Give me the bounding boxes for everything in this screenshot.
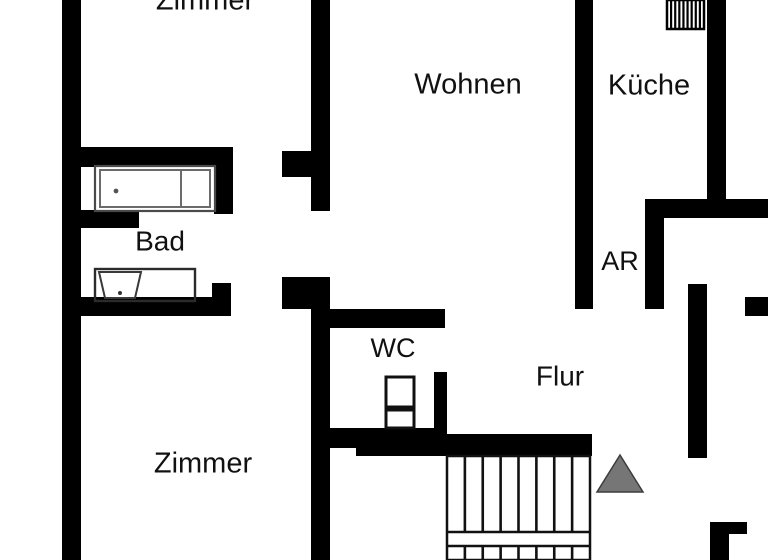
bad-right-lower-wall [212, 283, 231, 316]
stair-direction-marker-icon [595, 453, 645, 493]
wc-top-wall [330, 309, 445, 328]
washbasin-fixture [93, 267, 197, 303]
room-label-bad: Bad [135, 225, 185, 256]
washbasin-outline [93, 267, 197, 303]
washbasin-drain-icon [118, 291, 122, 295]
wohnen-kueche-divider [575, 0, 593, 213]
room-label-wohnen: Wohnen [414, 69, 522, 101]
room-label-ar: AR [601, 246, 639, 276]
bad-right-upper-wall [214, 152, 233, 214]
toilet-bowl [384, 408, 416, 430]
kitchen-unit-icon [665, 0, 706, 31]
room-label-kueche: Küche [608, 70, 690, 102]
zimmer-top-right-wall [311, 0, 330, 211]
bad-mid-wall [81, 210, 139, 228]
bathtub-drain-icon [113, 188, 119, 194]
room-label-zimmer_top: Zimmer [156, 0, 255, 17]
room-label-zimmer_bottom: Zimmer [154, 448, 253, 480]
bathtub-fixture [93, 164, 217, 213]
kueche-right-wall [707, 0, 726, 200]
wc-right-wall [434, 372, 447, 440]
bad-upper-wall [81, 147, 233, 167]
right-edge-stub [745, 297, 768, 316]
left-outer-wall [62, 0, 81, 560]
stair-top-wall [356, 434, 592, 456]
walls-group [62, 0, 768, 560]
ar-right-wall [645, 199, 664, 309]
wohnen-left-stub-upper [282, 151, 330, 177]
room-label-flur: Flur [536, 360, 584, 391]
ar-left-wall [575, 213, 593, 309]
toilet-fixture [384, 375, 416, 430]
bathtub-inner-basin [99, 169, 211, 208]
zimmer-bottom-right-wall [311, 277, 330, 560]
ar-top-wall [645, 199, 768, 218]
staircase-icon [445, 454, 592, 560]
room-label-wc: WC [371, 333, 416, 363]
washbasin-bowl [97, 271, 143, 299]
toilet-tank [384, 375, 416, 409]
flur-right-wall [688, 284, 707, 458]
bottom-right-wall-top [710, 522, 747, 534]
wohnen-left-stub-lower [282, 277, 330, 309]
